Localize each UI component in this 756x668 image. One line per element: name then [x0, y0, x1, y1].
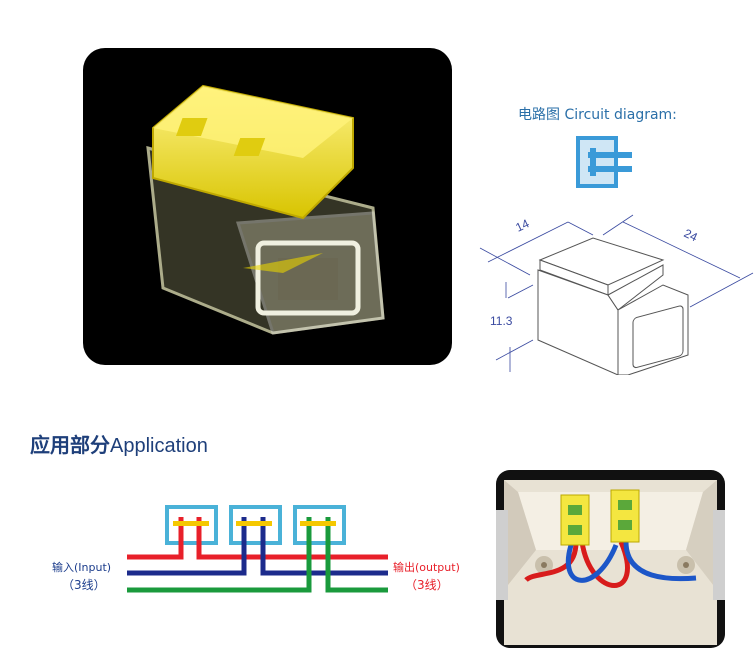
- red-output-wire: [196, 517, 388, 560]
- application-title-cn: 应用部分: [30, 433, 110, 457]
- dimension-height: 11.3: [490, 314, 513, 328]
- connector-box-2: [229, 505, 282, 545]
- blue-input-wire: [127, 517, 247, 576]
- connector-image: [146, 84, 385, 335]
- green-input-wire: [127, 517, 312, 593]
- output-count: （3线）: [405, 578, 449, 592]
- dimension-width: 14: [513, 216, 531, 234]
- output-label: 输出(output): [393, 561, 460, 574]
- dimension-length: 24: [682, 226, 700, 244]
- product-photo: [83, 48, 452, 365]
- circuit-symbol-icon: [576, 136, 632, 188]
- wiring-diagram: [127, 505, 388, 593]
- application-photo: [496, 470, 725, 648]
- blue-output-wire: [260, 517, 388, 576]
- dimension-drawing: 14 24 11.3: [479, 214, 754, 375]
- input-label: 输入(Input): [52, 561, 112, 574]
- junction-box-image: [496, 480, 725, 645]
- connector-box-1: [165, 505, 218, 545]
- circuit-diagram-title: 电路图 Circuit diagram:: [518, 107, 677, 123]
- input-count: （3线）: [62, 578, 106, 592]
- application-title: 应用部分Application: [30, 429, 208, 458]
- application-title-en: Application: [110, 435, 208, 457]
- green-output-wire: [325, 517, 388, 593]
- red-input-wire: [127, 517, 184, 560]
- connector-box-3: [293, 505, 346, 545]
